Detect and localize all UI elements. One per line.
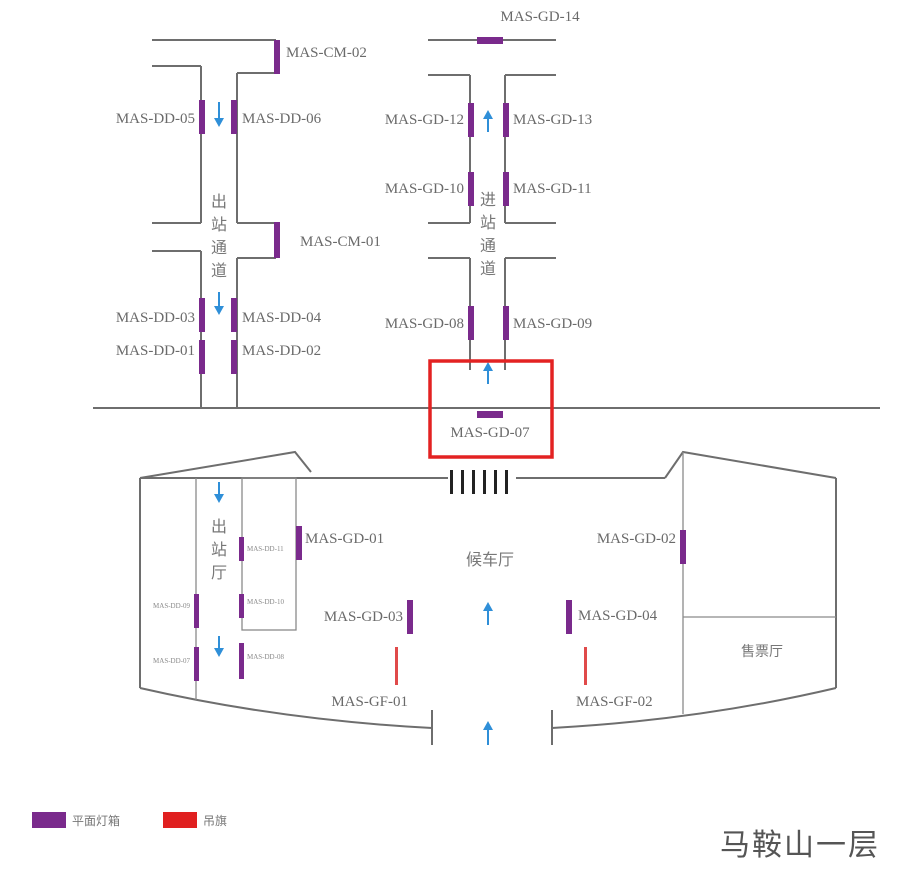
marker-dd11 (239, 537, 244, 561)
marker-gf01 (395, 647, 398, 685)
label-gd12: MAS-GD-12 (385, 112, 464, 128)
marker-dd08 (239, 643, 244, 679)
marker-gd08 (468, 306, 474, 340)
highlight-box (428, 359, 554, 459)
entry-passage-char-3: 通 (480, 236, 496, 255)
arrow-down-icon (214, 102, 224, 127)
marker-gd07 (477, 411, 503, 418)
legend: 平面灯箱 吊旗 (32, 812, 227, 828)
area-labels: 出 站 通 道 进 站 通 道 出 站 厅 候车厅 售票厅 (211, 190, 783, 660)
marker-dd04 (231, 298, 237, 332)
exit-passage-char-1: 出 (211, 192, 227, 211)
label-gf02: MAS-GF-02 (576, 694, 653, 710)
label-dd03: MAS-DD-03 (116, 310, 195, 326)
arrow-down-icon (214, 292, 224, 315)
marker-gd01 (296, 526, 302, 560)
legend-swatch-flag (163, 812, 197, 828)
label-gd04: MAS-GD-04 (578, 608, 658, 624)
entry-passage-char-4: 道 (480, 259, 496, 278)
hanging-flag-markers (395, 647, 587, 685)
label-dd04: MAS-DD-04 (242, 310, 322, 326)
label-dd09: MAS-DD-09 (153, 602, 190, 610)
label-cm01: MAS-CM-01 (300, 234, 381, 250)
marker-gd10 (468, 172, 474, 206)
marker-gd04 (566, 600, 572, 634)
label-dd11: MAS-DD-11 (247, 545, 284, 553)
marker-dd07 (194, 647, 199, 681)
marker-gf02 (584, 647, 587, 685)
label-gd10: MAS-GD-10 (385, 181, 464, 197)
exit-hall-char-3: 厅 (211, 563, 227, 582)
label-cm02: MAS-CM-02 (286, 45, 367, 61)
marker-cm01 (274, 222, 280, 258)
lightbox-markers (194, 37, 686, 681)
walls-lower-hall (139, 450, 837, 745)
label-dd08: MAS-DD-08 (247, 653, 284, 661)
marker-dd01 (199, 340, 205, 374)
label-gd13: MAS-GD-13 (513, 112, 592, 128)
label-gd03: MAS-GD-03 (324, 609, 403, 625)
marker-dd06 (231, 100, 237, 134)
walls-exit-passage (152, 39, 276, 408)
exit-passage-char-3: 通 (211, 238, 227, 257)
label-gf01: MAS-GF-01 (331, 694, 408, 710)
label-dd05: MAS-DD-05 (116, 111, 195, 127)
label-gd02: MAS-GD-02 (597, 531, 676, 547)
label-gd08: MAS-GD-08 (385, 316, 464, 332)
label-gd14: MAS-GD-14 (500, 9, 580, 25)
marker-gd12 (468, 103, 474, 137)
legend-swatch-lightbox (32, 812, 66, 828)
exit-hall-char-2: 站 (211, 540, 227, 559)
arrow-down-icon (214, 482, 224, 503)
label-gd01: MAS-GD-01 (305, 531, 384, 547)
entry-passage-char-2: 站 (480, 213, 496, 232)
label-gd11: MAS-GD-11 (513, 181, 592, 197)
turnstile-gates (450, 470, 508, 494)
floor-title: 马鞍山一层 (720, 828, 880, 863)
arrow-up-icon (483, 721, 493, 745)
legend-label-lightbox: 平面灯箱 (72, 813, 120, 828)
marker-gd14 (477, 37, 503, 44)
arrow-up-icon (483, 362, 493, 384)
label-dd02: MAS-DD-02 (242, 343, 321, 359)
marker-dd10 (239, 594, 244, 618)
label-dd01: MAS-DD-01 (116, 343, 195, 359)
legend-label-flag: 吊旗 (203, 813, 227, 828)
label-gd07: MAS-GD-07 (450, 425, 530, 441)
marker-gd09 (503, 306, 509, 340)
marker-gd11 (503, 172, 509, 206)
marker-gd02 (680, 530, 686, 564)
label-dd06: MAS-DD-06 (242, 111, 322, 127)
marker-dd02 (231, 340, 237, 374)
marker-dd05 (199, 100, 205, 134)
exit-passage-char-4: 道 (211, 261, 227, 280)
marker-dd03 (199, 298, 205, 332)
flow-arrows (214, 102, 493, 745)
label-gd09: MAS-GD-09 (513, 316, 592, 332)
marker-dd09 (194, 594, 199, 628)
marker-gd13 (503, 103, 509, 137)
exit-passage-char-2: 站 (211, 215, 227, 234)
arrow-up-icon (483, 602, 493, 625)
arrow-down-icon (214, 636, 224, 657)
marker-cm02 (274, 40, 280, 74)
label-dd10: MAS-DD-10 (247, 598, 284, 606)
label-dd07: MAS-DD-07 (153, 657, 190, 665)
exit-hall-char-1: 出 (211, 517, 227, 536)
entry-passage-char-1: 进 (480, 190, 496, 209)
ticket-hall-label: 售票厅 (741, 644, 783, 660)
marker-gd03 (407, 600, 413, 634)
waiting-hall-label: 候车厅 (466, 550, 514, 569)
location-labels: MAS-CM-02 MAS-DD-05 MAS-DD-06 MAS-CM-01 … (116, 9, 676, 710)
arrow-up-icon (483, 110, 493, 132)
